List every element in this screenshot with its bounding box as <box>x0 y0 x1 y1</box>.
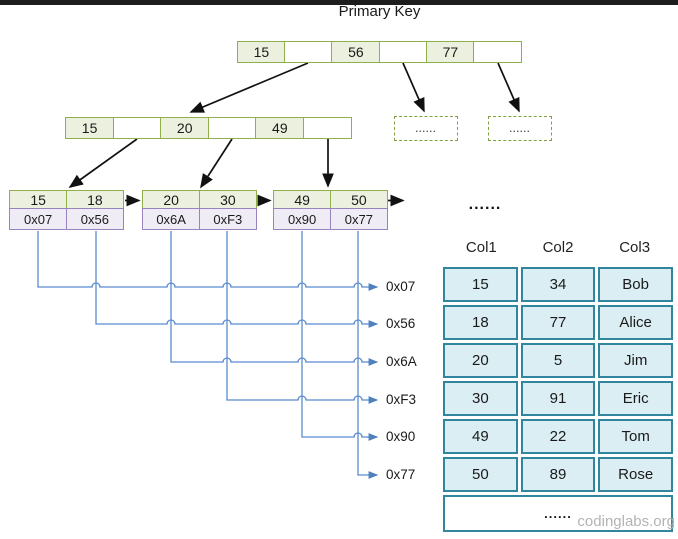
row-pointer-connectors <box>37 231 379 479</box>
key-cell: 50 <box>329 190 388 210</box>
record-pointer-cell: 0x90 <box>273 208 332 230</box>
pointer-arrow <box>402 62 425 113</box>
tree-pointer-arrows <box>68 62 520 207</box>
ellipsis-text: ...... <box>509 123 531 134</box>
key-cell: 15 <box>237 41 286 63</box>
table-cell: Tom <box>598 419 673 454</box>
record-address-label: 0x6A <box>386 354 417 369</box>
column-header: Col2 <box>542 239 574 256</box>
key-cell: 30 <box>198 190 257 210</box>
table-cell: 30 <box>443 381 518 416</box>
leaf-chain-ellipsis: ...... <box>468 196 502 213</box>
table-column-headers: Col1 Col2 Col3 <box>443 239 673 256</box>
pointer-arrow <box>497 62 520 113</box>
key-cell: 15 <box>9 190 68 210</box>
watermark-text: codinglabs.org <box>577 513 675 530</box>
record-pointer-cell: 0x6A <box>142 208 201 230</box>
record-pointer-connector <box>95 231 379 328</box>
table-cell: 18 <box>443 305 518 340</box>
table-cell: 34 <box>520 267 596 302</box>
table-ellipsis-row: ...... <box>443 495 673 532</box>
collapsed-subtree-node: ...... <box>394 116 458 141</box>
table-cell: 91 <box>520 381 596 416</box>
collapsed-subtree-node: ...... <box>488 116 552 141</box>
key-cell: 77 <box>425 41 475 63</box>
table-cell: 50 <box>443 457 518 492</box>
pointer-arrow <box>68 138 138 188</box>
table-cell: 49 <box>443 419 518 454</box>
record-pointer-connector <box>357 231 379 479</box>
ellipsis-text: ...... <box>415 123 437 134</box>
pointer-slot-cell <box>378 41 428 63</box>
pointer-slot-cell <box>207 117 257 139</box>
column-header: Col3 <box>619 239 651 256</box>
table-cell: Rose <box>598 457 673 492</box>
table-cell: Eric <box>598 381 673 416</box>
btree-root-node: 15 56 77 <box>237 41 522 63</box>
pointer-slot-cell <box>302 117 352 139</box>
key-cell: 49 <box>255 117 305 139</box>
diagram-title: Primary Key <box>338 3 421 20</box>
column-header: Col1 <box>465 239 497 256</box>
key-cell: 20 <box>160 117 210 139</box>
record-pointer-connector <box>301 231 379 441</box>
table-cell: Bob <box>598 267 673 302</box>
record-address-label: 0xF3 <box>386 392 417 407</box>
key-cell: 18 <box>65 190 124 210</box>
pointer-slot-cell <box>284 41 334 63</box>
key-cell: 49 <box>273 190 332 210</box>
table-cell: Alice <box>598 305 673 340</box>
table-cell: 77 <box>520 305 596 340</box>
table-cell: Jim <box>598 343 673 378</box>
record-address-label: 0x56 <box>386 316 416 331</box>
record-pointer-connector <box>37 231 379 291</box>
btree-internal-node: 15 20 49 <box>65 117 352 139</box>
key-cell: 20 <box>142 190 201 210</box>
record-pointer-cell: 0xF3 <box>198 208 257 230</box>
record-pointer-connector <box>226 231 379 404</box>
key-cell: 56 <box>331 41 381 63</box>
table-cell: 15 <box>443 267 518 302</box>
pointer-slot-cell <box>112 117 162 139</box>
record-pointer-connector <box>170 231 379 366</box>
record-address-label: 0x77 <box>386 467 416 482</box>
record-pointer-cell: 0x56 <box>65 208 124 230</box>
pointer-arrow <box>200 138 233 189</box>
pointer-slot-cell <box>473 41 522 63</box>
table-cell: 89 <box>520 457 596 492</box>
table-cell: 22 <box>520 419 596 454</box>
record-pointer-cell: 0x77 <box>329 208 388 230</box>
key-cell: 15 <box>65 117 115 139</box>
record-pointer-cell: 0x07 <box>9 208 68 230</box>
table-cell: 5 <box>520 343 596 378</box>
pointer-arrow <box>189 62 309 113</box>
record-address-label: 0x90 <box>386 429 416 444</box>
window-top-bar <box>0 0 678 5</box>
table-cell: 20 <box>443 343 518 378</box>
record-address-label: 0x07 <box>386 279 416 294</box>
